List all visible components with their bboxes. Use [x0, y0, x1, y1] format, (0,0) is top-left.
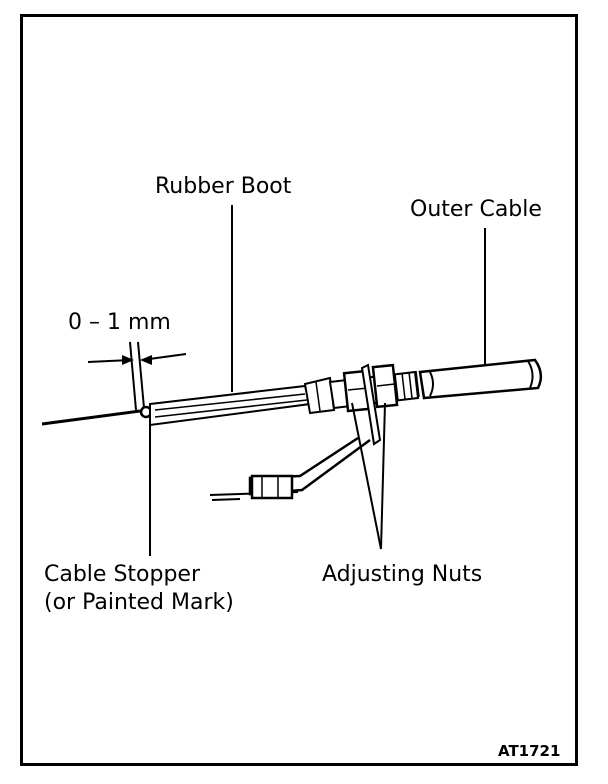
rubber-boot-label: Rubber Boot [155, 174, 292, 199]
adjusting-nuts-label: Adjusting Nuts [322, 562, 483, 587]
adjusting-nut-right [371, 363, 399, 409]
inner-cable-wire [41, 409, 141, 426]
gap-extension-left [129, 341, 137, 411]
mounting-bracket [360, 363, 382, 446]
leader-nut-right [380, 402, 386, 550]
figure-frame [20, 14, 578, 766]
boot-end-ring [303, 376, 336, 415]
rubber-boot [149, 384, 312, 427]
gap-dimension-label: 0 – 1 mm [68, 310, 171, 335]
gap-extension-right [137, 341, 145, 409]
outer-cable-label: Outer Cable [410, 197, 542, 222]
outer-cable [418, 358, 543, 400]
painted-mark-label: (or Painted Mark) [44, 590, 234, 615]
gap-arrow-left-head [122, 355, 134, 365]
bracket-nut [250, 474, 294, 500]
gap-arrow-right-head [140, 355, 152, 365]
figure-code: AT1721 [498, 742, 561, 760]
leader-nut-left [351, 402, 382, 550]
cable-stopper-label: Cable Stopper [44, 562, 201, 587]
